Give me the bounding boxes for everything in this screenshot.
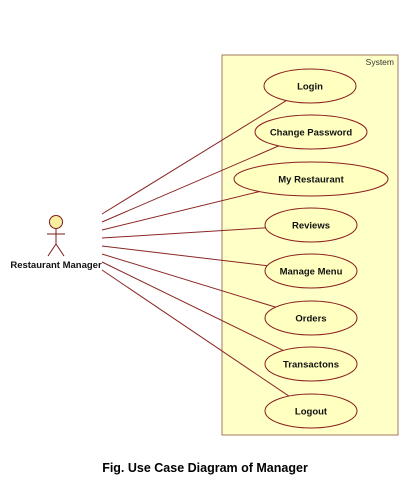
use-case-label-reviews: Reviews xyxy=(292,221,330,232)
system-label: System xyxy=(366,57,394,67)
use-case-label-my-restaurant: My Restaurant xyxy=(278,175,344,186)
association-change-password xyxy=(101,145,279,223)
association-manage-menu xyxy=(101,245,268,267)
use-case-label-logout: Logout xyxy=(295,407,328,418)
use-case-label-manage-menu: Manage Menu xyxy=(280,267,343,278)
association-transactons xyxy=(101,261,284,351)
use-case-transactons xyxy=(264,346,358,382)
use-case-manage-menu xyxy=(264,253,358,289)
actor-head xyxy=(49,215,63,229)
use-case-label-change-password: Change Password xyxy=(270,128,353,139)
actor-right-leg xyxy=(55,243,65,257)
use-case-reviews xyxy=(264,207,358,243)
associations xyxy=(101,100,290,397)
use-case-label-orders: Orders xyxy=(295,314,326,325)
use-case-logout xyxy=(264,393,358,429)
association-login xyxy=(101,100,287,215)
actor-left-leg xyxy=(47,243,57,257)
association-reviews xyxy=(101,227,266,239)
use-case-login xyxy=(263,68,357,104)
association-my-restaurant xyxy=(101,191,260,231)
figure-caption: Fig. Use Case Diagram of Manager xyxy=(102,461,308,475)
use-case-orders xyxy=(264,300,358,336)
actor-label: Restaurant Manager xyxy=(10,260,102,271)
use-case-my-restaurant xyxy=(233,161,389,197)
association-logout xyxy=(101,269,290,397)
use-case-change-password xyxy=(254,114,368,150)
use-case-label-transactons: Transactons xyxy=(283,360,339,371)
use-case-label-login: Login xyxy=(297,82,323,93)
association-orders xyxy=(101,253,276,308)
actor-restaurant-manager xyxy=(47,215,65,257)
